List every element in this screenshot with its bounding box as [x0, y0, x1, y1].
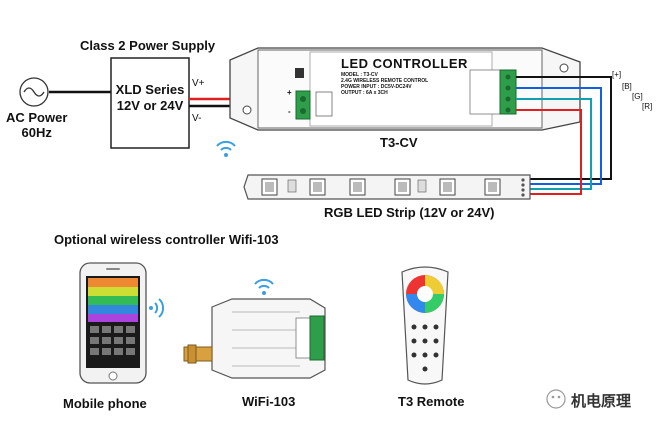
ac-power-line1: AC Power: [6, 110, 68, 125]
mobile-phone: [79, 262, 147, 384]
t3-remote: [401, 266, 449, 385]
v-plus-label: V+: [192, 78, 205, 89]
watermark-text: 机电原理: [571, 393, 632, 410]
wifi-103-wifi-icon: [254, 278, 274, 295]
power-supply-heading: Class 2 Power Supply: [80, 38, 216, 53]
phone-wifi-icon: [149, 298, 165, 318]
ac-power-label: AC Power 60Hz: [6, 110, 67, 140]
wire-r: [516, 109, 582, 195]
controller-name: T3-CV: [380, 135, 418, 150]
power-supply-box: [110, 57, 190, 149]
wire-g: [516, 98, 592, 190]
controller-title: LED CONTROLLER: [341, 56, 468, 71]
controller-spec-model: MODEL : T3-CV: [341, 72, 378, 78]
controller-spec-input: POWER INPUT : DC5V-DC24V: [341, 84, 412, 90]
power-supply-line2: 12V or 24V: [116, 98, 184, 113]
power-supply-label: XLD Series 12V or 24V: [111, 82, 189, 114]
wire-plus: [516, 76, 612, 180]
wire-tag-r: [R]: [642, 102, 653, 111]
optional-heading: Optional wireless controller Wifi-103: [54, 232, 279, 247]
power-supply-line1: XLD Series: [115, 82, 185, 97]
t3-cv-controller: [229, 47, 581, 131]
sine-wave-icon: [23, 87, 45, 97]
controller-spec-output: OUTPUT : 6A x 3CH: [341, 90, 388, 96]
wechat-logo-icon: [546, 389, 566, 409]
led-strip-label: RGB LED Strip (12V or 24V): [324, 205, 495, 220]
t3-remote-label: T3 Remote: [398, 394, 465, 409]
terminal-plus-label: +: [287, 88, 292, 97]
rgb-led-strip: [243, 174, 531, 200]
v-minus-label: V-: [192, 113, 202, 124]
ac-power-line2: 60Hz: [21, 125, 52, 140]
controller-spec-remote: 2.4G WIRELESS REMOTE CONTROL: [341, 78, 429, 84]
controller-wifi-icon: [216, 140, 236, 157]
wire-b: [516, 87, 602, 185]
mobile-phone-label: Mobile phone: [63, 396, 147, 411]
wire-tag-b: [B]: [622, 82, 632, 91]
terminal-minus-label: -: [288, 107, 291, 116]
wire-tag-g: [G]: [632, 92, 643, 101]
wire-tag-plus: [+]: [612, 70, 622, 79]
wifi-103-label: WiFi-103: [242, 394, 296, 409]
wifi-103-controller: [183, 298, 326, 379]
